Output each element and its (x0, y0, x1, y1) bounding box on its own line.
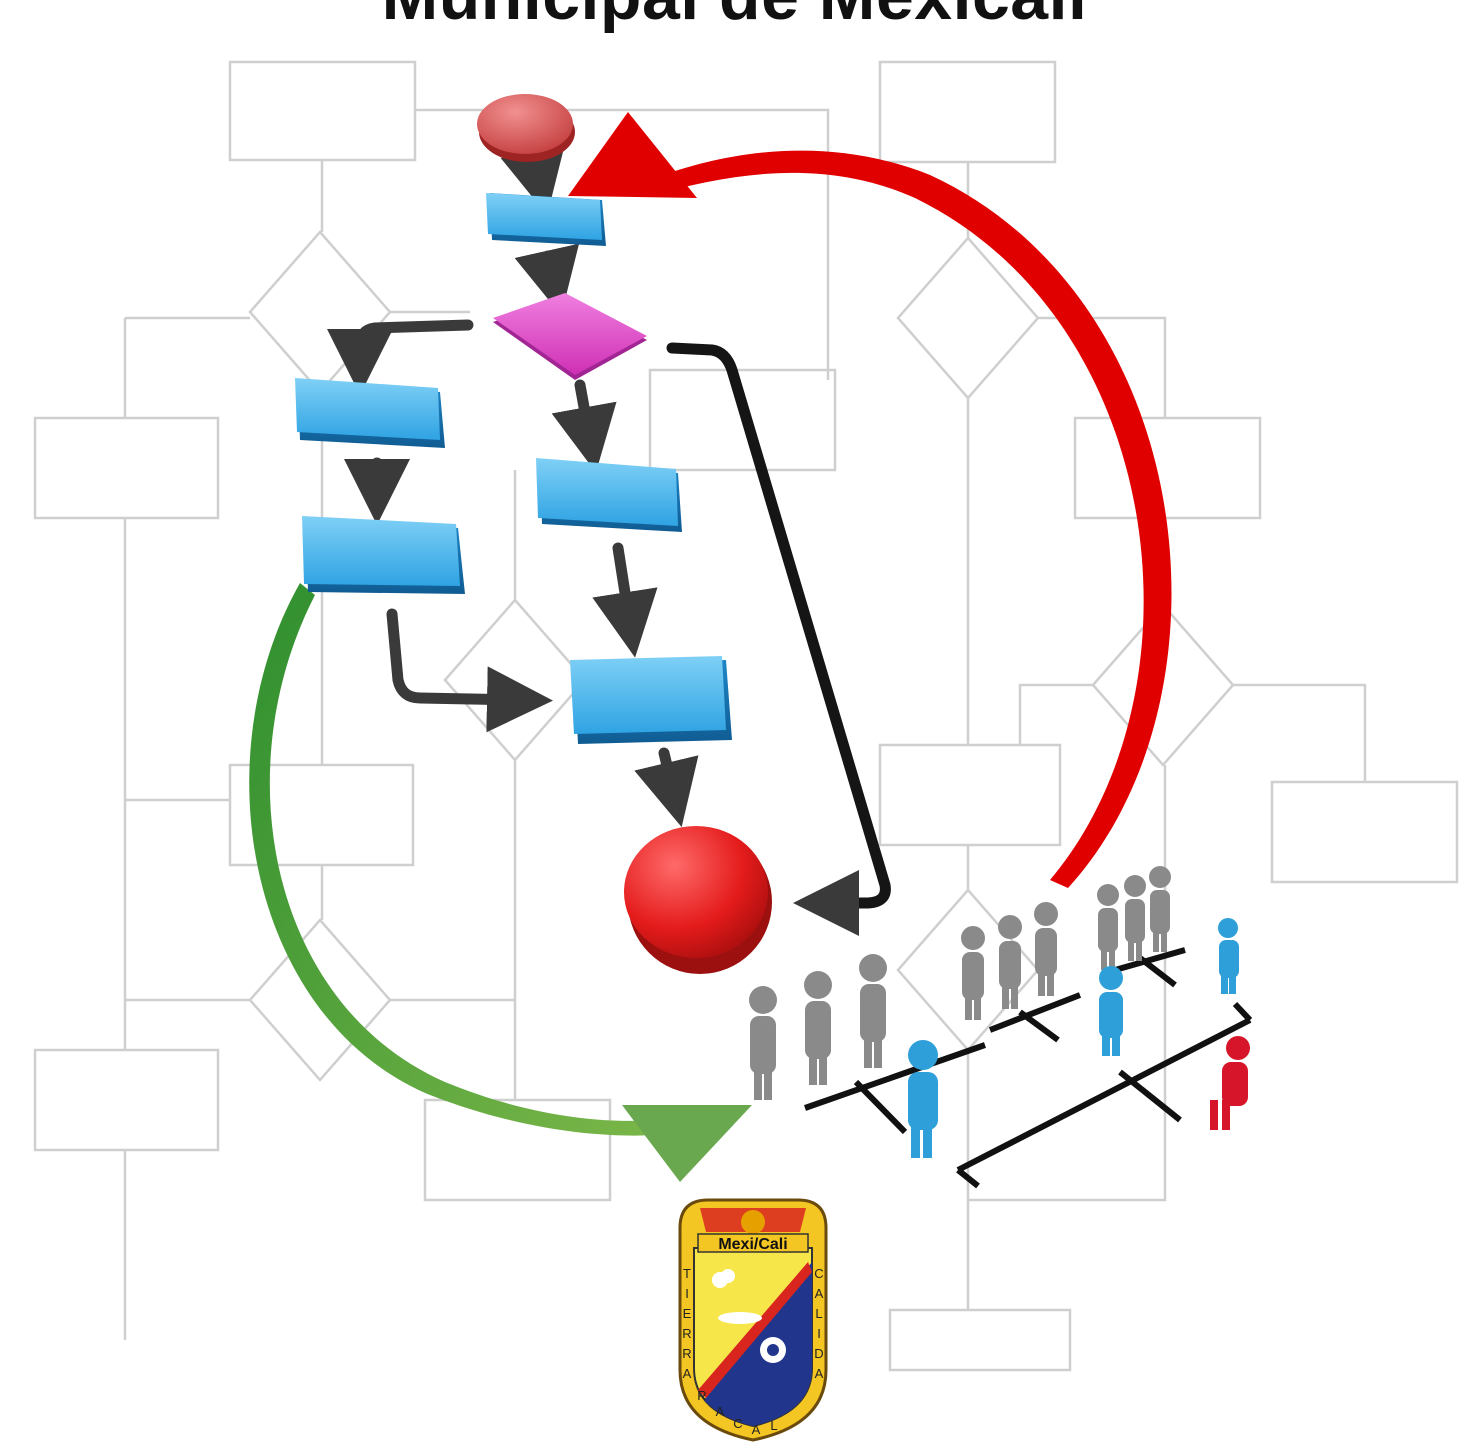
forward-arrow (249, 583, 752, 1182)
seal-right-letter: L (815, 1306, 822, 1321)
seal-right-letter: I (817, 1326, 821, 1341)
feedback-arrow (568, 112, 1172, 888)
process-box-4 (302, 516, 465, 594)
seal-right-letter: C (814, 1266, 823, 1281)
seal-right-letter: A (815, 1366, 824, 1381)
process-box-3 (536, 458, 682, 532)
seal-left-letter: I (685, 1286, 689, 1301)
page-title: Municipal de Mexicali (0, 0, 1469, 36)
seal-bottom-letter: L (770, 1418, 777, 1433)
end-node (624, 826, 772, 974)
seal-bottom-letter: C (733, 1416, 742, 1431)
seal-right-letter: A (815, 1286, 824, 1301)
seal-top-text: Mexi/Cali (718, 1236, 787, 1253)
seal-left-letter: R (682, 1346, 691, 1361)
org-chart (749, 866, 1253, 1189)
seal-left-letter: A (683, 1366, 692, 1381)
seal-bottom-letter: A (716, 1404, 725, 1419)
person-red (1210, 1036, 1250, 1130)
process-box-2 (295, 378, 445, 448)
decision-diamond (493, 293, 647, 380)
seal-left-letter: E (683, 1306, 692, 1321)
seal-bottom-letter: A (752, 1422, 761, 1437)
seal-left-letter: T (683, 1266, 691, 1281)
seal-bottom-letter: R (697, 1388, 706, 1403)
process-box-1 (486, 193, 606, 246)
start-node (477, 94, 575, 162)
seal-left-letter: R (682, 1326, 691, 1341)
process-box-5 (570, 656, 732, 744)
seal-right-letter: D (814, 1346, 823, 1361)
